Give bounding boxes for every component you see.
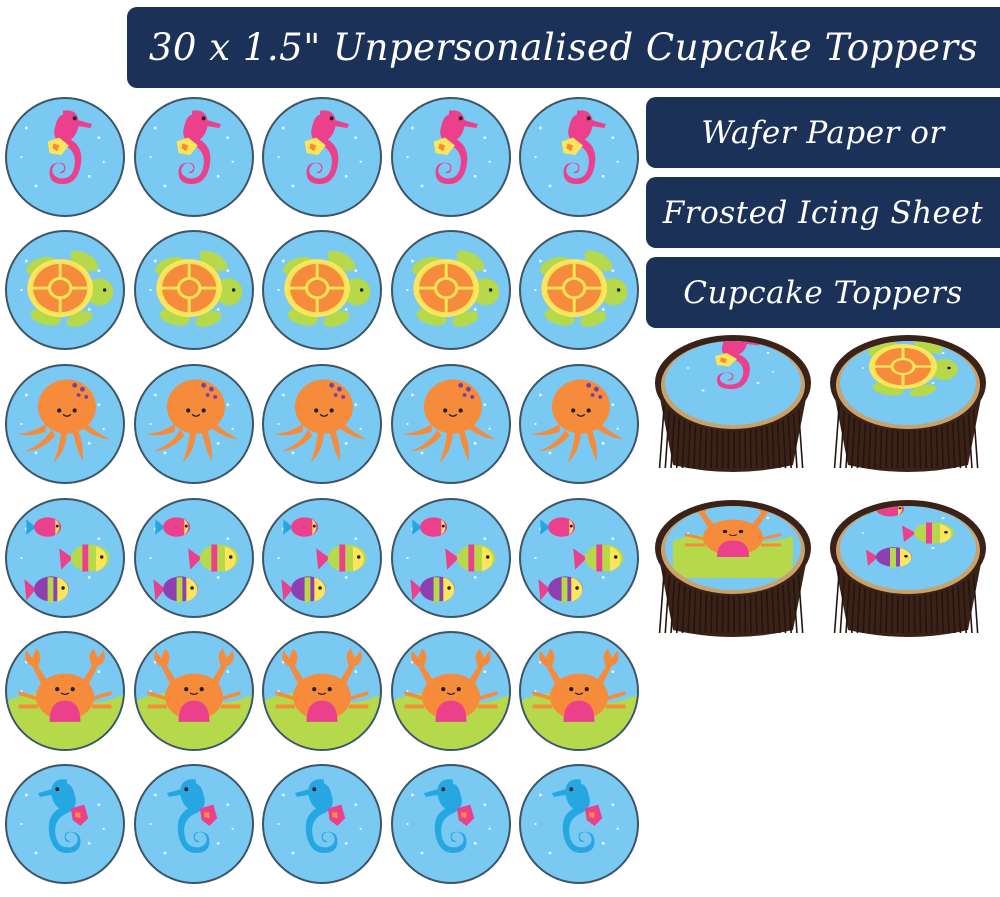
orange-crab-icon — [264, 648, 380, 749]
topper-sea-turtle — [134, 230, 254, 350]
topper-orange-crab — [5, 631, 125, 751]
pink-seahorse-icon — [534, 110, 619, 188]
orange-octopus-icon — [402, 379, 496, 463]
cupcake-tropical-fish — [826, 498, 991, 638]
topper-sea-turtle — [262, 230, 382, 350]
topper-pink-seahorse — [519, 97, 639, 217]
orange-octopus-icon — [273, 379, 367, 463]
banner-text: Wafer Paper or — [701, 114, 945, 151]
tropical-fish-icon — [149, 517, 239, 603]
topper-tropical-fish — [134, 498, 254, 618]
topper-tropical-fish — [262, 498, 382, 618]
pink-seahorse-icon — [20, 110, 105, 188]
orange-octopus-icon — [145, 379, 239, 463]
orange-crab-icon — [521, 648, 637, 749]
topper-orange-crab — [262, 631, 382, 751]
orange-crab-icon — [136, 648, 252, 749]
pink-seahorse-icon — [277, 110, 362, 188]
banner-text: Frosted Icing Sheet — [662, 194, 984, 231]
orange-crab-icon — [7, 648, 123, 749]
blue-seahorse-icon — [20, 779, 105, 855]
cupcake-orange-crab — [651, 498, 816, 638]
orange-octopus-icon — [16, 379, 110, 463]
topper-orange-crab — [519, 631, 639, 751]
topper-pink-seahorse — [391, 97, 511, 217]
topper-pink-seahorse — [134, 97, 254, 217]
pink-seahorse-icon — [149, 110, 234, 188]
topper-blue-seahorse — [134, 764, 254, 884]
sea-turtle-icon — [277, 250, 371, 327]
cupcake-icon — [830, 500, 986, 637]
orange-octopus-icon — [530, 379, 624, 463]
banner-cupcake-toppers: Cupcake Toppers — [646, 257, 1000, 328]
topper-orange-octopus — [5, 364, 125, 484]
topper-orange-octopus — [262, 364, 382, 484]
topper-sea-turtle — [519, 230, 639, 350]
cupcake-pink-seahorse — [651, 333, 816, 473]
topper-pink-seahorse — [5, 97, 125, 217]
tropical-fish-icon — [534, 517, 624, 603]
tropical-fish-icon — [406, 517, 496, 603]
tropical-fish-icon — [20, 517, 110, 603]
sea-turtle-icon — [534, 250, 628, 327]
orange-crab-icon — [393, 648, 509, 749]
blue-seahorse-icon — [534, 779, 619, 855]
topper-orange-octopus — [519, 364, 639, 484]
pink-seahorse-icon — [406, 110, 491, 188]
topper-orange-octopus — [134, 364, 254, 484]
banner-frosted-icing: Frosted Icing Sheet — [646, 177, 1000, 248]
title-banner: 30 x 1.5" Unpersonalised Cupcake Toppers — [127, 7, 1000, 88]
topper-sea-turtle — [391, 230, 511, 350]
topper-blue-seahorse — [519, 764, 639, 884]
blue-seahorse-icon — [149, 779, 234, 855]
sea-turtle-icon — [149, 250, 243, 327]
topper-tropical-fish — [519, 498, 639, 618]
topper-orange-crab — [134, 631, 254, 751]
blue-seahorse-icon — [277, 779, 362, 855]
banner-text: Cupcake Toppers — [683, 274, 963, 311]
topper-blue-seahorse — [262, 764, 382, 884]
title-text: 30 x 1.5" Unpersonalised Cupcake Toppers — [148, 26, 979, 69]
topper-blue-seahorse — [391, 764, 511, 884]
cupcake-sea-turtle — [826, 333, 991, 473]
topper-pink-seahorse — [262, 97, 382, 217]
cupcake-icon — [655, 335, 811, 472]
cupcake-icon — [655, 500, 811, 637]
topper-tropical-fish — [391, 498, 511, 618]
topper-sea-turtle — [5, 230, 125, 350]
topper-blue-seahorse — [5, 764, 125, 884]
topper-tropical-fish — [5, 498, 125, 618]
topper-orange-crab — [391, 631, 511, 751]
tropical-fish-icon — [277, 517, 367, 603]
sea-turtle-icon — [406, 250, 500, 327]
topper-orange-octopus — [391, 364, 511, 484]
blue-seahorse-icon — [406, 779, 491, 855]
sea-turtle-icon — [20, 250, 114, 327]
cupcake-icon — [830, 335, 986, 472]
banner-wafer-paper: Wafer Paper or — [646, 97, 1000, 168]
